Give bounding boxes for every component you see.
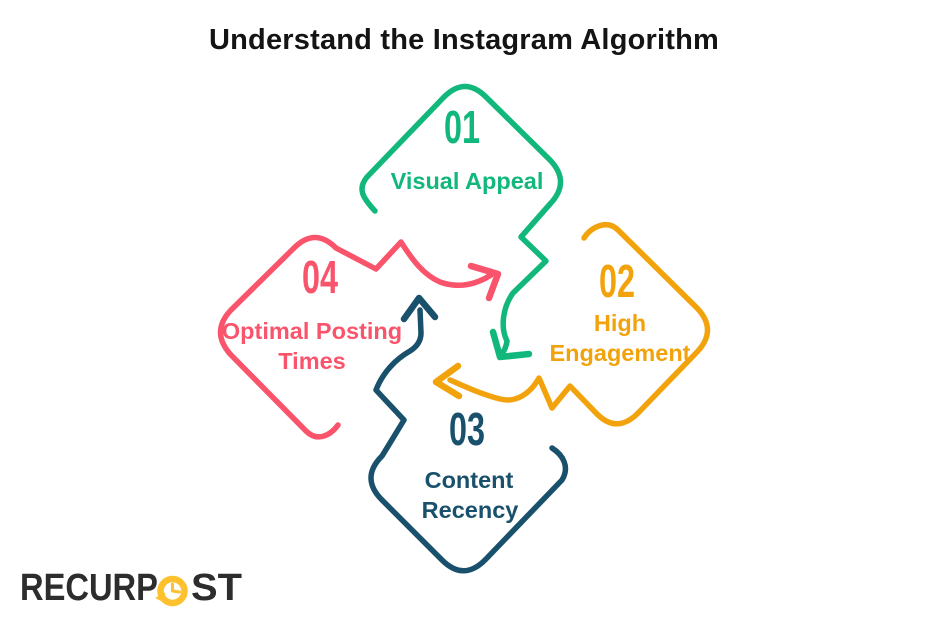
step-04-diamond-with-arrow <box>217 234 494 440</box>
step-03-number: 03 <box>449 403 485 455</box>
step-01-label: Visual Appeal <box>391 168 544 194</box>
step-03-label-line2: Recency <box>422 497 519 523</box>
step-03-label-line1: Content <box>425 467 514 493</box>
recurpost-logo: RECURP ST <box>20 566 242 609</box>
arrow-01-to-02-head-icon <box>489 328 533 361</box>
page-title: Understand the Instagram Algorithm <box>209 24 719 56</box>
step-02-number: 02 <box>599 255 635 307</box>
step-02-label-line1: High <box>594 310 646 336</box>
step-04-number: 04 <box>302 251 338 303</box>
step-03-diamond-with-arrow <box>368 307 569 574</box>
step-02-diamond-with-arrow <box>447 222 711 427</box>
clock-refresh-icon <box>155 575 188 607</box>
arrow-04-to-01-head-icon <box>467 262 502 302</box>
arrow-02-to-03-head-icon <box>432 362 463 400</box>
step-01-number: 01 <box>444 101 480 153</box>
step-04-label-line1: Optimal Posting <box>222 318 402 344</box>
step-04-label-line2: Times <box>278 348 346 374</box>
logo-text-left: RECURP <box>20 566 158 609</box>
step-01-diamond-with-arrow <box>359 83 564 358</box>
logo-text-right: ST <box>191 567 242 609</box>
step-02-label-line2: Engagement <box>549 340 690 366</box>
arrow-03-to-04-head-icon <box>400 294 439 323</box>
